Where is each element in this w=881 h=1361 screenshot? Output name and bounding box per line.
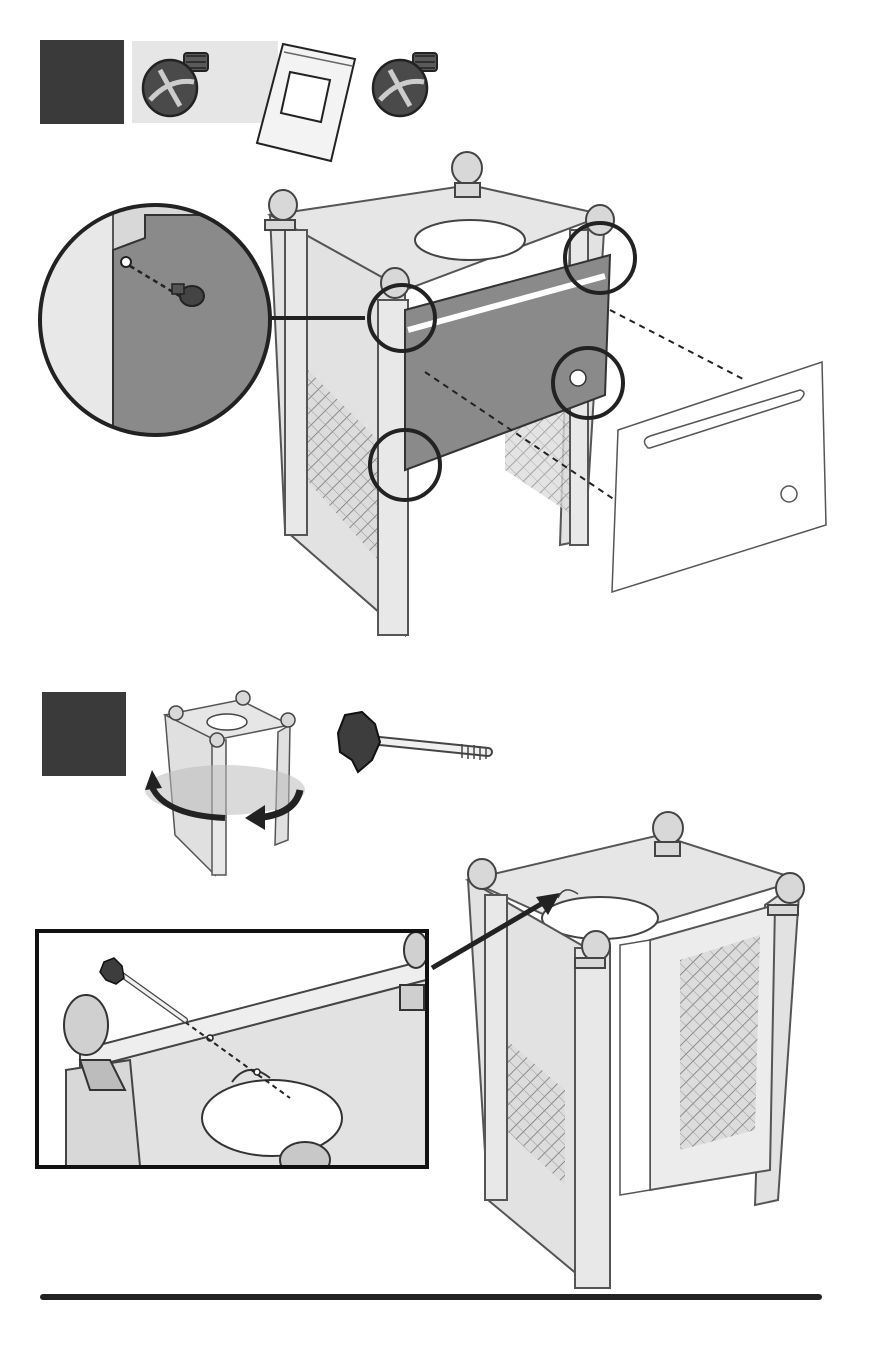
star-knob-bolt-icon	[338, 712, 488, 772]
step-2-number-box	[42, 692, 126, 776]
cart-frame-step-2	[432, 812, 804, 1288]
front-panel-part	[612, 362, 826, 592]
screw-icon	[373, 53, 437, 116]
inset-detail-step-2	[37, 931, 428, 1178]
footer-rule	[40, 1294, 822, 1300]
parts-bag-icon	[257, 44, 355, 161]
screw-icon	[143, 53, 208, 116]
rotate-frame-thumbnail	[145, 691, 305, 875]
